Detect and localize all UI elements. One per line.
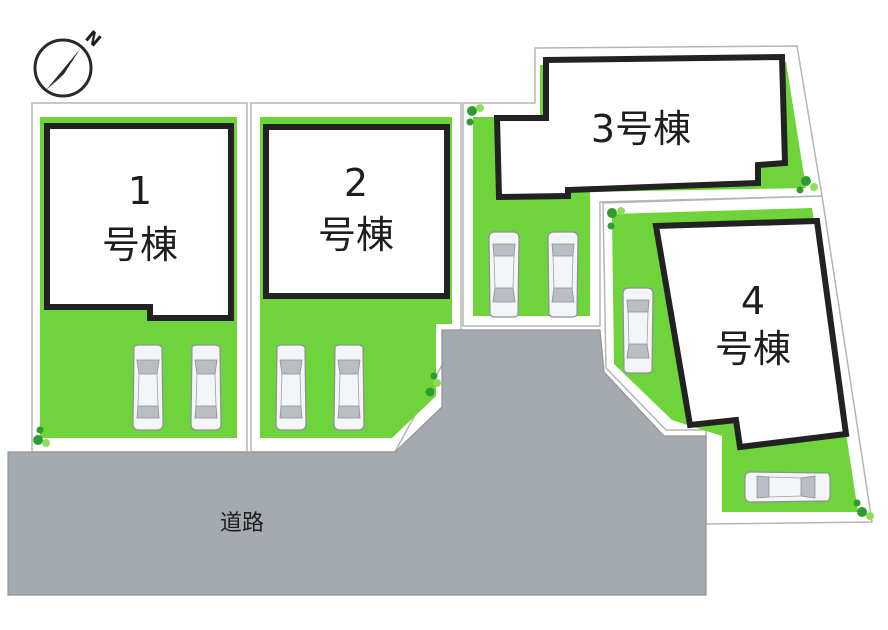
- car-rear-window: [136, 405, 160, 419]
- building-1: 1 号棟: [44, 123, 234, 321]
- car-lot4-a: [622, 287, 654, 374]
- compass-needle-icon: [46, 49, 80, 90]
- building-1-label-number: 1: [128, 169, 152, 213]
- car-lot3-a: [488, 231, 520, 318]
- building-4-label-number: 4: [741, 279, 765, 323]
- building-3-outline: [493, 53, 789, 201]
- building-4-outline: [652, 217, 850, 451]
- car-windshield: [551, 287, 575, 303]
- shrub-icon: [476, 104, 484, 112]
- car-rear-window: [194, 405, 218, 419]
- car-windshield: [800, 475, 816, 499]
- shrub-icon: [466, 118, 474, 126]
- car-roof-line: [280, 373, 302, 407]
- shrub-icon: [36, 426, 44, 434]
- shrub-icon: [796, 186, 804, 194]
- car-lot1-b: [190, 344, 222, 431]
- car-windshield: [337, 359, 361, 375]
- shrub-icon: [866, 512, 874, 520]
- building-2-outline: [263, 124, 450, 299]
- shrub-icon: [42, 439, 50, 447]
- shrub-icon: [617, 207, 625, 215]
- car-rear-window: [492, 243, 516, 257]
- shrub-icon: [33, 435, 43, 445]
- car-lot1-a: [132, 344, 164, 431]
- compass: N: [33, 27, 105, 98]
- shrubs: [33, 104, 874, 520]
- building-2: 2 号棟: [263, 124, 450, 299]
- car-windshield: [492, 287, 516, 303]
- building-4-label-suffix: 号棟: [715, 327, 791, 371]
- road-label: 道路: [220, 511, 264, 536]
- building-1-label-suffix: 号棟: [102, 223, 178, 267]
- shrub-icon: [607, 208, 617, 218]
- building-4: 4 号棟: [652, 217, 850, 451]
- car-windshield: [279, 359, 303, 375]
- building-3: 3号棟: [493, 53, 789, 201]
- car-rear-window: [337, 405, 361, 419]
- car-rear-window: [279, 405, 303, 419]
- car-roof-line: [195, 373, 217, 407]
- building-2-label-number: 2: [344, 161, 368, 205]
- car-windshield: [626, 343, 650, 359]
- shrub-icon: [607, 222, 615, 230]
- shrub-icon: [810, 183, 818, 191]
- shrub-icon: [801, 176, 811, 186]
- car-rear-window: [626, 299, 650, 313]
- car-roof-line: [493, 255, 515, 289]
- compass-needle-tail: [46, 74, 64, 90]
- building-3-label: 3号棟: [591, 107, 691, 151]
- building-2-label-suffix: 号棟: [318, 213, 394, 257]
- car-roof-line: [552, 255, 574, 289]
- building-1-outline: [44, 123, 234, 321]
- car-lot2-a: [275, 344, 307, 431]
- road-area: [7, 329, 707, 596]
- car-windshield: [194, 359, 218, 375]
- shrub-icon: [857, 507, 867, 517]
- car-windshield: [136, 359, 160, 375]
- shrub-icon: [430, 372, 438, 380]
- shrub-icon: [425, 387, 435, 397]
- shrub-icon: [467, 106, 477, 116]
- car-rear-window: [551, 243, 575, 257]
- car-roof-line: [137, 373, 159, 407]
- shrub-icon: [853, 499, 861, 507]
- shrub-icon: [433, 379, 441, 387]
- car-roof-line: [768, 476, 802, 498]
- compass-ring: [33, 38, 93, 98]
- car-rear-window: [756, 475, 770, 499]
- car-roof-line: [338, 373, 360, 407]
- car-lot3-b: [547, 231, 579, 318]
- car-lot4-b: [744, 471, 831, 503]
- car-lot2-b: [333, 344, 365, 431]
- car-roof-line: [627, 311, 649, 345]
